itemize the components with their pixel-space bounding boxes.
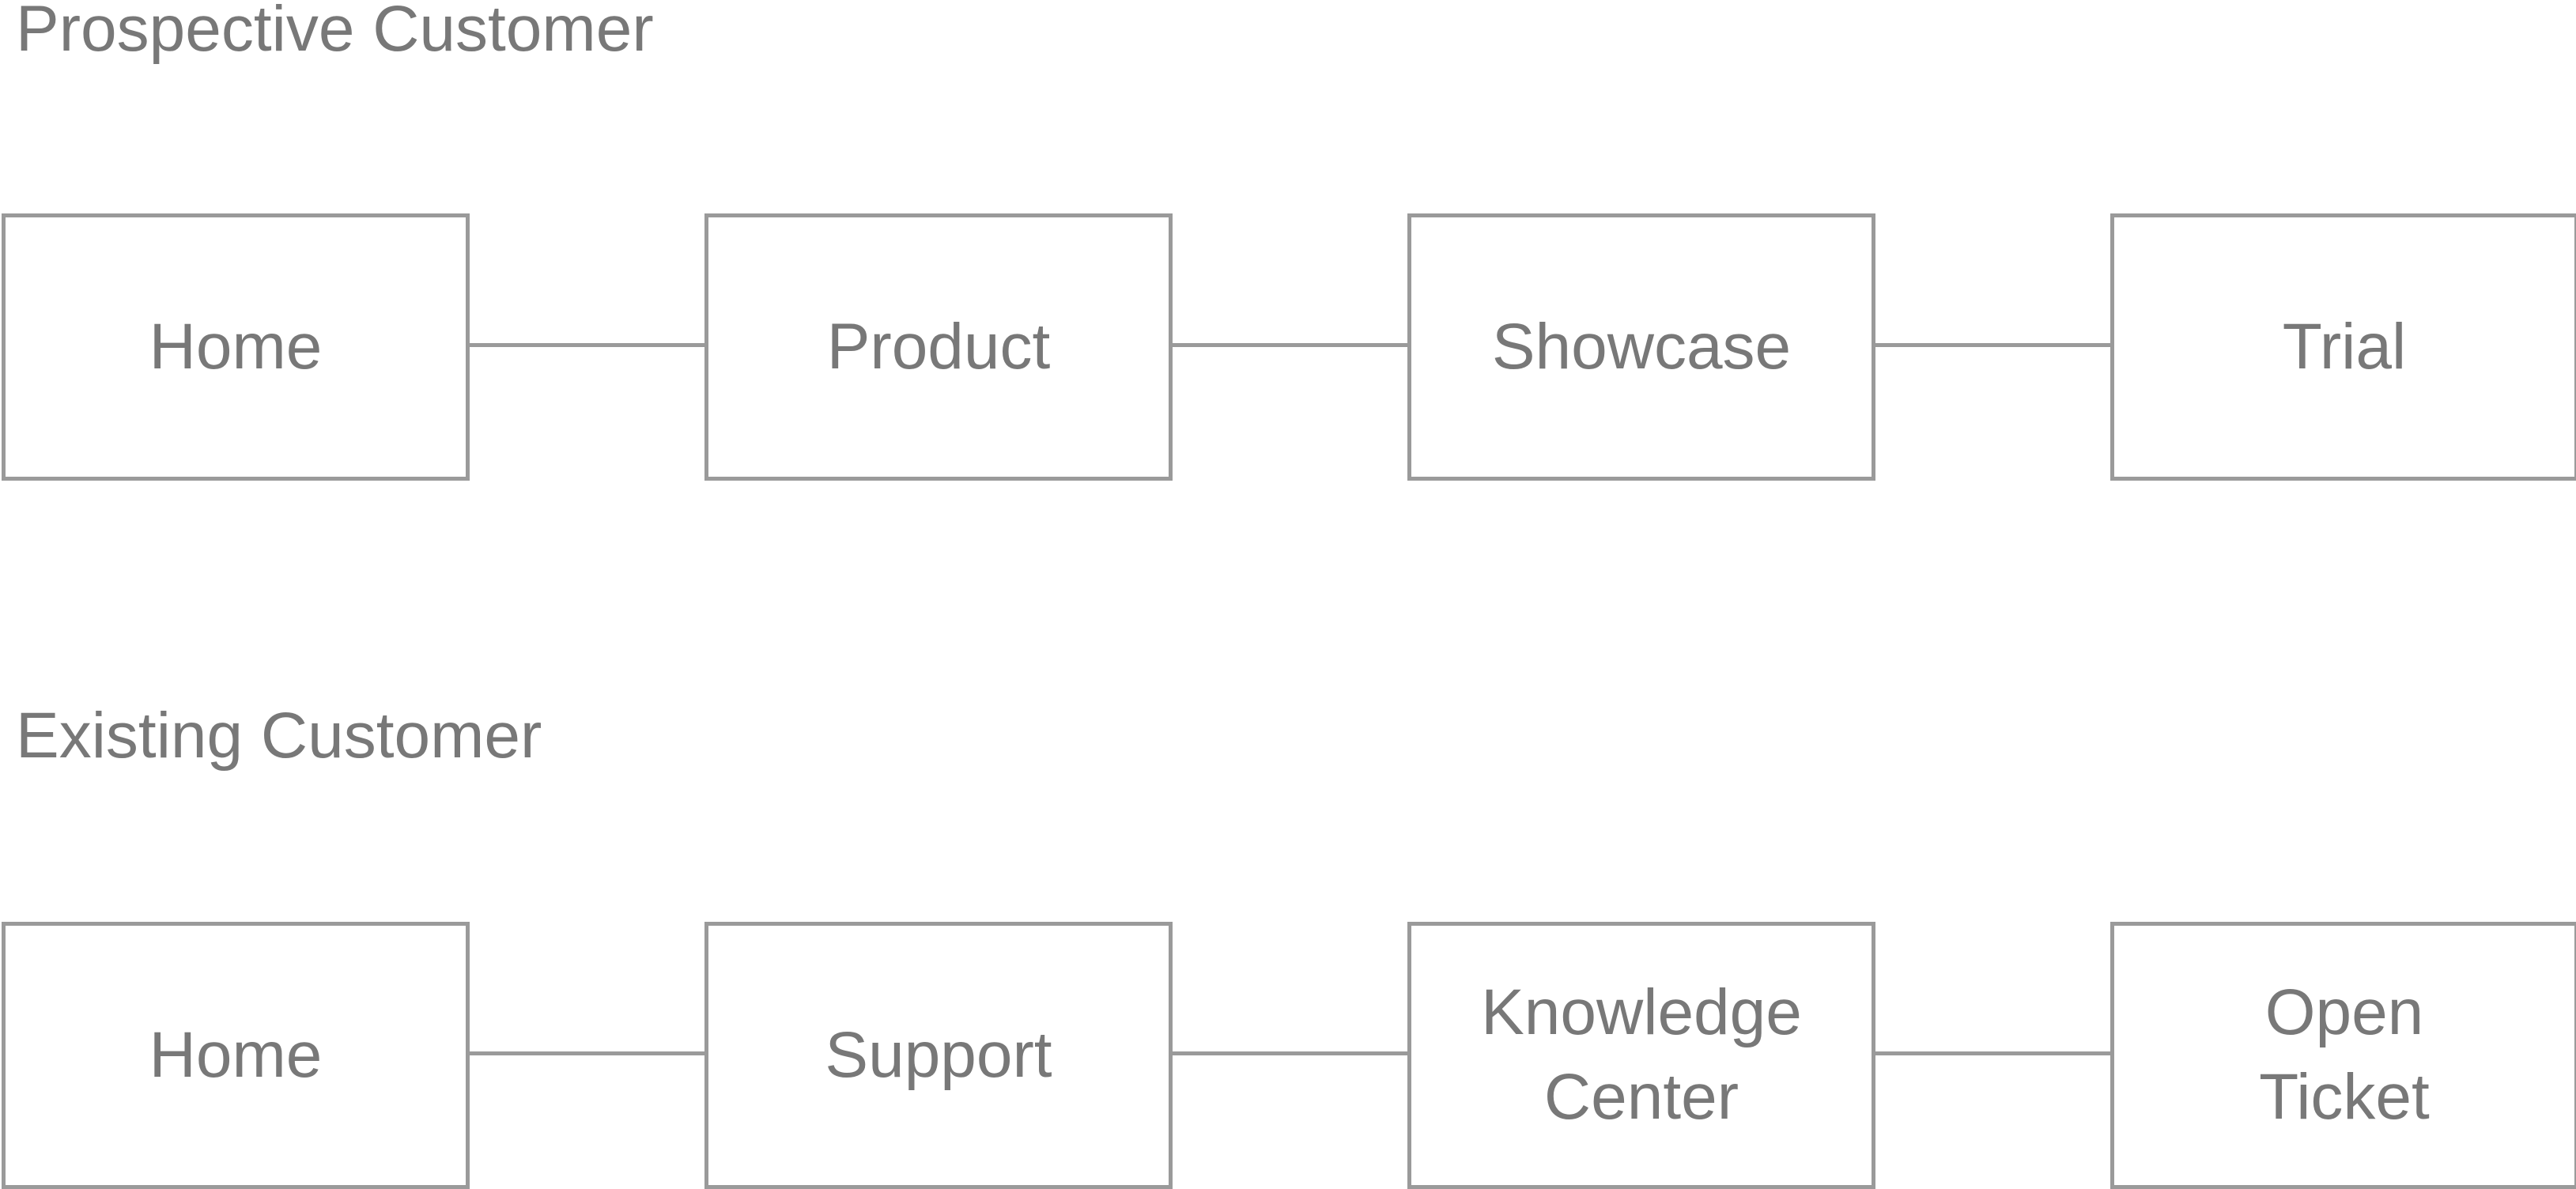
node-label: Product bbox=[826, 310, 1051, 383]
node-trial: Trial bbox=[2110, 213, 2576, 481]
connector-line bbox=[1872, 343, 2110, 347]
node-open-ticket: Open Ticket bbox=[2110, 922, 2576, 1189]
connector-line bbox=[1169, 1051, 1407, 1055]
node-label: Home bbox=[149, 310, 323, 383]
node-label: Trial bbox=[2282, 310, 2407, 383]
node-label: Showcase bbox=[1491, 310, 1792, 383]
section-title-existing-customer: Existing Customer bbox=[16, 700, 542, 772]
node-showcase: Showcase bbox=[1407, 213, 1875, 481]
connector-line bbox=[466, 343, 704, 347]
node-label: Open Ticket bbox=[2259, 976, 2430, 1133]
node-label: Knowledge Center bbox=[1481, 976, 1802, 1133]
node-label: Home bbox=[149, 1018, 323, 1091]
flow-row-prospective-customer: Home Product Showcase Trial bbox=[0, 212, 2576, 481]
section-title-prospective-customer: Prospective Customer bbox=[16, 0, 654, 65]
flow-row-existing-customer: Home Support Knowledge Center Open Ticke… bbox=[0, 920, 2576, 1189]
connector-line bbox=[1872, 1051, 2110, 1055]
connector-line bbox=[1169, 343, 1407, 347]
node-home: Home bbox=[2, 922, 470, 1189]
node-home: Home bbox=[2, 213, 470, 481]
node-product: Product bbox=[704, 213, 1173, 481]
node-support: Support bbox=[704, 922, 1173, 1189]
node-knowledge-center: Knowledge Center bbox=[1407, 922, 1875, 1189]
connector-line bbox=[466, 1051, 704, 1055]
node-label: Support bbox=[825, 1018, 1052, 1091]
